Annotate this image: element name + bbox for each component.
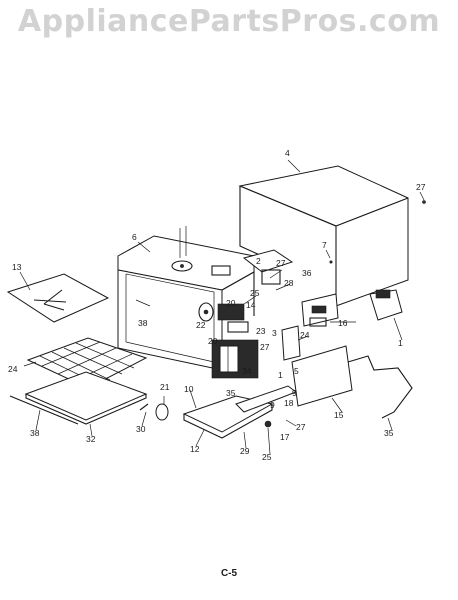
part-screw-17 (264, 420, 272, 428)
label-38: 38 (30, 428, 40, 438)
label-28: 28 (284, 278, 294, 288)
label-21: 22 (196, 320, 206, 330)
label-9: 9 (270, 400, 275, 410)
part-trim-bar (235, 385, 298, 413)
label-25-bottom: 25 (262, 452, 272, 462)
part-foot-19 (155, 403, 169, 421)
label-9-right: 9 (292, 388, 297, 398)
label-1: 1 (398, 338, 403, 348)
part-oven-cavity (117, 226, 255, 371)
label-12: 12 (190, 444, 200, 454)
leader-lines (19, 159, 425, 455)
label-27-low: 27 (260, 342, 270, 352)
label-16: 16 (338, 318, 348, 328)
label-24: 24 (8, 364, 18, 374)
part-pan (24, 371, 148, 425)
label-13: 13 (12, 262, 22, 272)
label-4: 4 (285, 148, 290, 158)
part-plate-15 (291, 345, 353, 407)
label-15: 15 (334, 410, 344, 420)
label-2: 2 (256, 256, 261, 266)
label-23: 24 (300, 330, 310, 340)
part-magnetron (211, 339, 259, 379)
label-34: 38 (138, 318, 148, 328)
label-27-top: 27 (416, 182, 426, 192)
part-labels: 4 27 6 7 2 27 13 36 28 25 14 20 38 22 23… (8, 148, 426, 462)
label-30: 30 (136, 424, 146, 434)
label-10: 10 (184, 384, 194, 394)
part-blower-assembly (198, 302, 249, 333)
part-panel-36 (301, 293, 339, 327)
label-19: 21 (160, 382, 170, 392)
label-20: 20 (208, 336, 218, 346)
watermark: AppliancePartsPros.com (17, 4, 441, 39)
label-27-mid: 27 (276, 258, 286, 268)
label-32: 34 (242, 366, 252, 376)
part-control-16 (309, 317, 327, 327)
page-code: C-5 (220, 568, 238, 579)
label-17: 17 (280, 432, 290, 442)
label-3: 3 (272, 328, 277, 338)
label-36: 36 (302, 268, 312, 278)
label-33: 35 (226, 388, 236, 398)
label-7: 7 (322, 240, 327, 250)
part-cable-35 (347, 355, 413, 419)
label-27-bottom: 27 (296, 422, 306, 432)
label-14: 14 (246, 300, 256, 310)
label-20-upper: 20 (226, 298, 236, 308)
label-29: 29 (240, 446, 250, 456)
part-door (6, 273, 110, 323)
part-screw-27 (422, 200, 426, 204)
label-22: 23 (256, 326, 266, 336)
label-6: 6 (132, 232, 137, 242)
label-1b: 1 (278, 370, 283, 380)
part-screw-30 (139, 403, 149, 411)
part-bracket-23 (281, 325, 301, 361)
label-5: 5 (294, 366, 299, 376)
label-25: 25 (250, 288, 260, 298)
part-hinge-1 (369, 289, 403, 321)
part-fan-housing (242, 249, 294, 285)
label-18: 18 (284, 398, 294, 408)
label-35: 35 (384, 428, 394, 438)
label-31: 32 (86, 434, 96, 444)
part-rod (9, 395, 79, 425)
part-cabinet-wrapper (238, 165, 409, 307)
